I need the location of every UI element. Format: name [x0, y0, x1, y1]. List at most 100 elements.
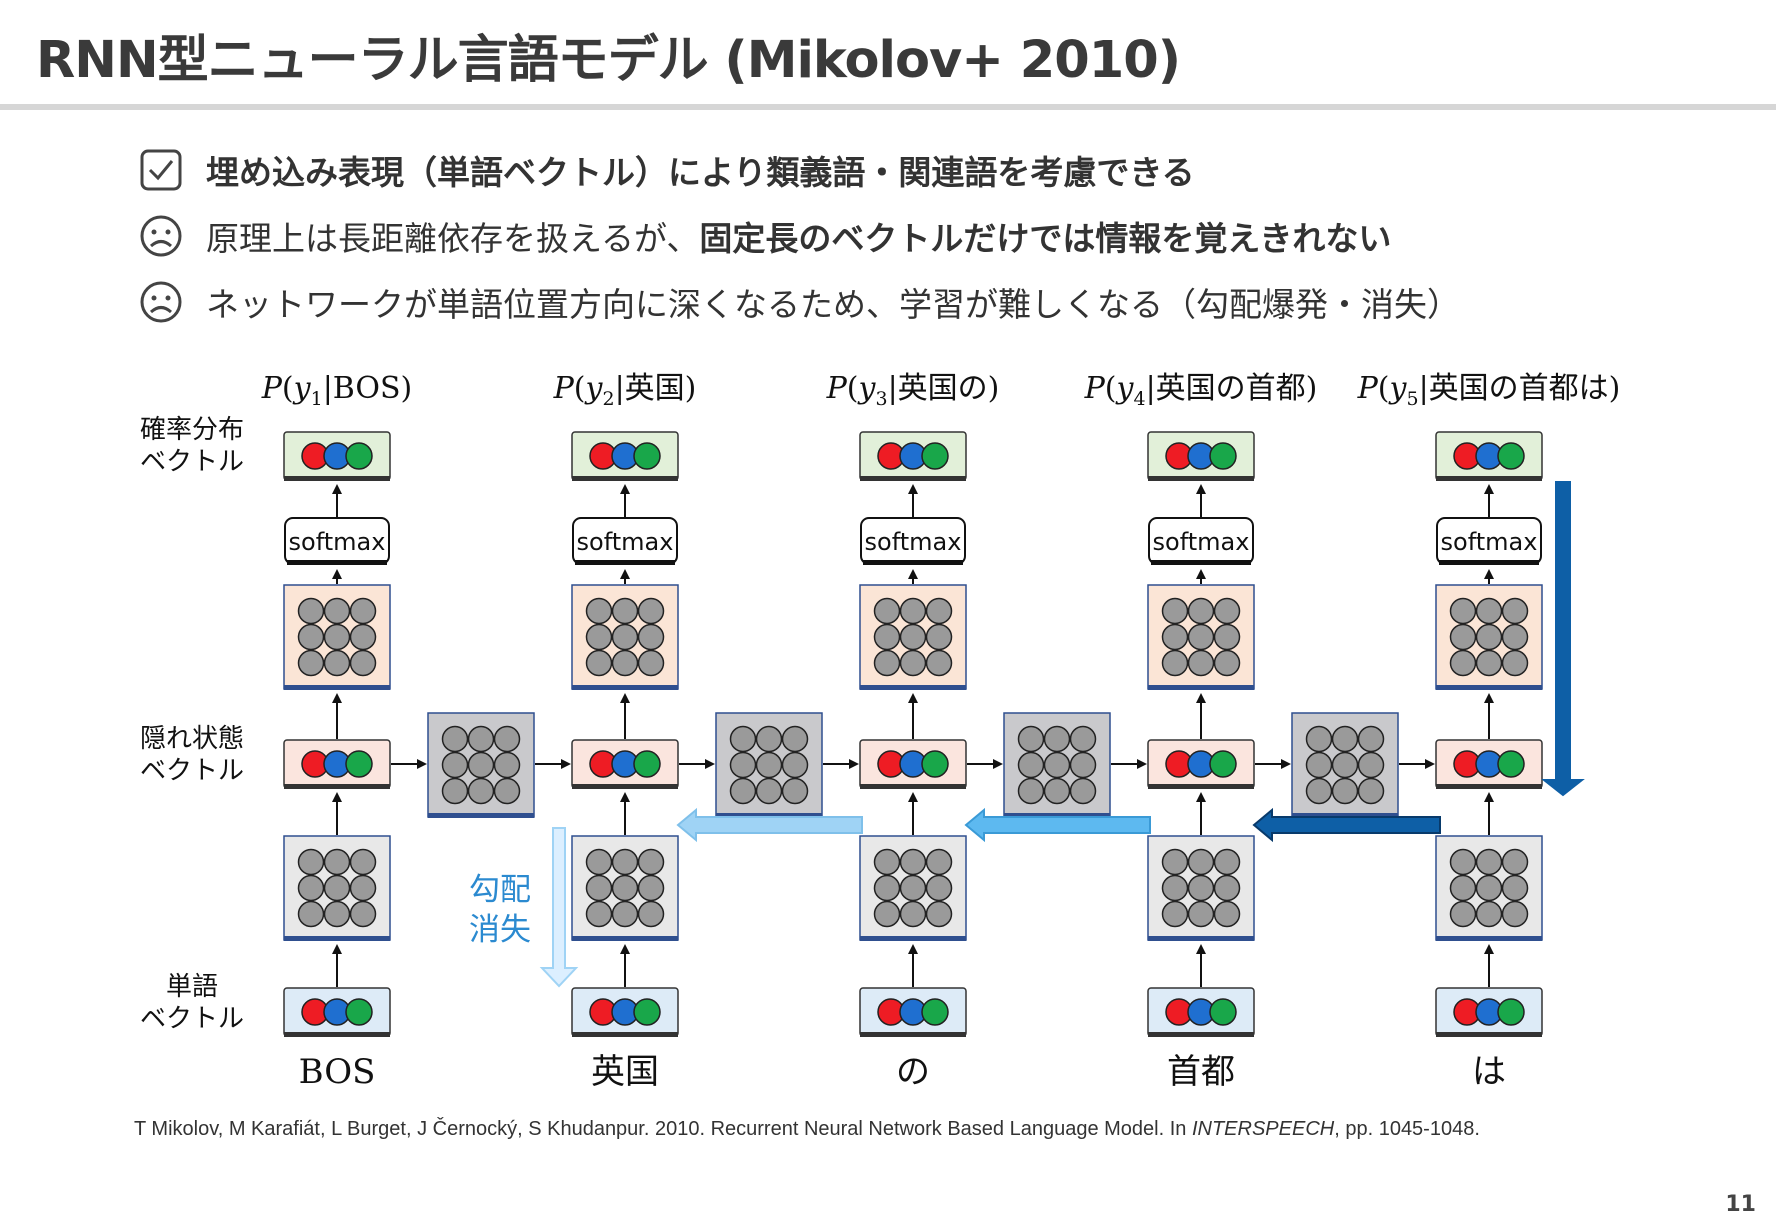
neuron-node	[1043, 777, 1071, 805]
neuron-node	[1069, 725, 1097, 753]
output-matrix	[283, 584, 391, 690]
recurrent-matrix-shadow	[1292, 813, 1398, 818]
neuron-node	[1449, 848, 1477, 876]
hidden-state-vector-shadow	[284, 784, 390, 789]
neuron-node	[585, 597, 613, 625]
embedding-matrix-shadow	[1148, 936, 1254, 941]
bullet-bold-text: 埋め込み表現（単語ベクトル）により類義語・関連語を考慮できる	[206, 153, 1195, 192]
neuron-node	[1449, 649, 1477, 677]
hidden-state-vector-shadow	[1436, 784, 1542, 789]
neuron-node	[611, 900, 639, 928]
neuron-node	[755, 751, 783, 779]
word-vector	[1435, 987, 1543, 1037]
bullet-text: 原理上は長距離依存を扱えるが、	[206, 219, 700, 258]
neuron-node	[1069, 751, 1097, 779]
neuron-node	[637, 597, 665, 625]
neuron-node	[1187, 597, 1215, 625]
neuron-node	[925, 597, 953, 625]
probability-vector	[859, 431, 967, 481]
neuron-node	[1331, 751, 1359, 779]
neuron-node	[755, 777, 783, 805]
gradient-back-arrow	[964, 807, 1151, 843]
output-matrix	[859, 584, 967, 690]
row-label-hidden: 隠れ状態	[140, 724, 244, 754]
word-vector-shadow	[284, 1032, 390, 1037]
neuron-node	[493, 725, 521, 753]
neuron-node	[323, 848, 351, 876]
neuron-node	[925, 900, 953, 928]
bullet-item: 埋め込み表現（単語ベクトル）により類義語・関連語を考慮できる	[138, 145, 1195, 195]
neuron-node	[1501, 874, 1529, 902]
neuron-node	[1043, 751, 1071, 779]
neuron-node	[323, 900, 351, 928]
neuron-node	[1161, 597, 1189, 625]
gradient-back-arrow	[676, 807, 863, 843]
word-vector-shadow	[1436, 1032, 1542, 1037]
neuron-node	[585, 848, 613, 876]
row-label-prob: ベクトル	[140, 447, 244, 477]
citation-venue: INTERSPEECH	[1191, 1118, 1335, 1140]
neuron-node	[1501, 848, 1529, 876]
hidden-state-vector	[283, 739, 391, 789]
softmax-label: softmax	[865, 528, 962, 556]
neuron-node	[323, 649, 351, 677]
neuron-node	[297, 848, 325, 876]
neuron-node	[873, 649, 901, 677]
word-label: BOS	[299, 1052, 376, 1092]
neuron-node	[1161, 874, 1189, 902]
output-matrix	[571, 584, 679, 690]
neuron-node	[781, 725, 809, 753]
neuron-node	[1187, 874, 1215, 902]
neuron-node	[637, 623, 665, 651]
neuron-node	[1213, 900, 1241, 928]
sad-face-icon	[140, 215, 182, 257]
word-vector-shadow	[860, 1032, 966, 1037]
neuron-node	[1187, 623, 1215, 651]
green-node	[633, 442, 661, 470]
neuron-node	[637, 848, 665, 876]
title-divider	[0, 104, 1776, 110]
green-node	[921, 442, 949, 470]
row-label-hidden: ベクトル	[140, 756, 244, 786]
word-label: 英国	[591, 1052, 659, 1092]
citation-pages: , pp. 1045-1048.	[1334, 1118, 1480, 1140]
neuron-node	[729, 751, 757, 779]
row-label-word: 単語	[166, 972, 218, 1002]
neuron-node	[1161, 623, 1189, 651]
neuron-node	[441, 725, 469, 753]
hidden-state-vector-shadow	[572, 784, 678, 789]
embedding-matrix-shadow	[860, 936, 966, 941]
neuron-node	[1475, 649, 1503, 677]
probability-vector-shadow	[284, 476, 390, 481]
neuron-node	[349, 597, 377, 625]
neuron-node	[467, 777, 495, 805]
neuron-node	[1357, 751, 1385, 779]
softmax-box-shadow	[575, 560, 675, 565]
slide-title: RNN型ニューラル言語モデル (Mikolov+ 2010)	[36, 31, 1181, 90]
neuron-node	[873, 900, 901, 928]
neuron-node	[925, 874, 953, 902]
neuron-node	[585, 874, 613, 902]
word-label: の	[896, 1052, 930, 1092]
softmax-label: softmax	[577, 528, 674, 556]
gradient-vanish-arrow	[539, 827, 579, 988]
softmax-box-shadow	[863, 560, 963, 565]
neuron-node	[1475, 900, 1503, 928]
probability-label: P(y2|英国)	[553, 371, 697, 410]
neuron-node	[1305, 725, 1333, 753]
neuron-node	[1213, 623, 1241, 651]
recurrent-matrix	[1003, 712, 1111, 818]
neuron-node	[1449, 623, 1477, 651]
rnn-diagram: 確率分布ベクトル隠れ状態ベクトル単語ベクトルsoftmaxBOSP(y1|BOS…	[140, 371, 1620, 1092]
sad-face-icon	[140, 281, 182, 323]
neuron-node	[1449, 900, 1477, 928]
output-matrix	[1147, 584, 1255, 690]
neuron-node	[873, 848, 901, 876]
embedding-matrix	[1435, 835, 1543, 941]
neuron-node	[1331, 725, 1359, 753]
probability-vector-shadow	[1436, 476, 1542, 481]
probability-label: P(y1|BOS)	[261, 371, 413, 410]
neuron-node	[349, 900, 377, 928]
hidden-state-vector	[859, 739, 967, 789]
row-label-word: ベクトル	[140, 1004, 244, 1034]
